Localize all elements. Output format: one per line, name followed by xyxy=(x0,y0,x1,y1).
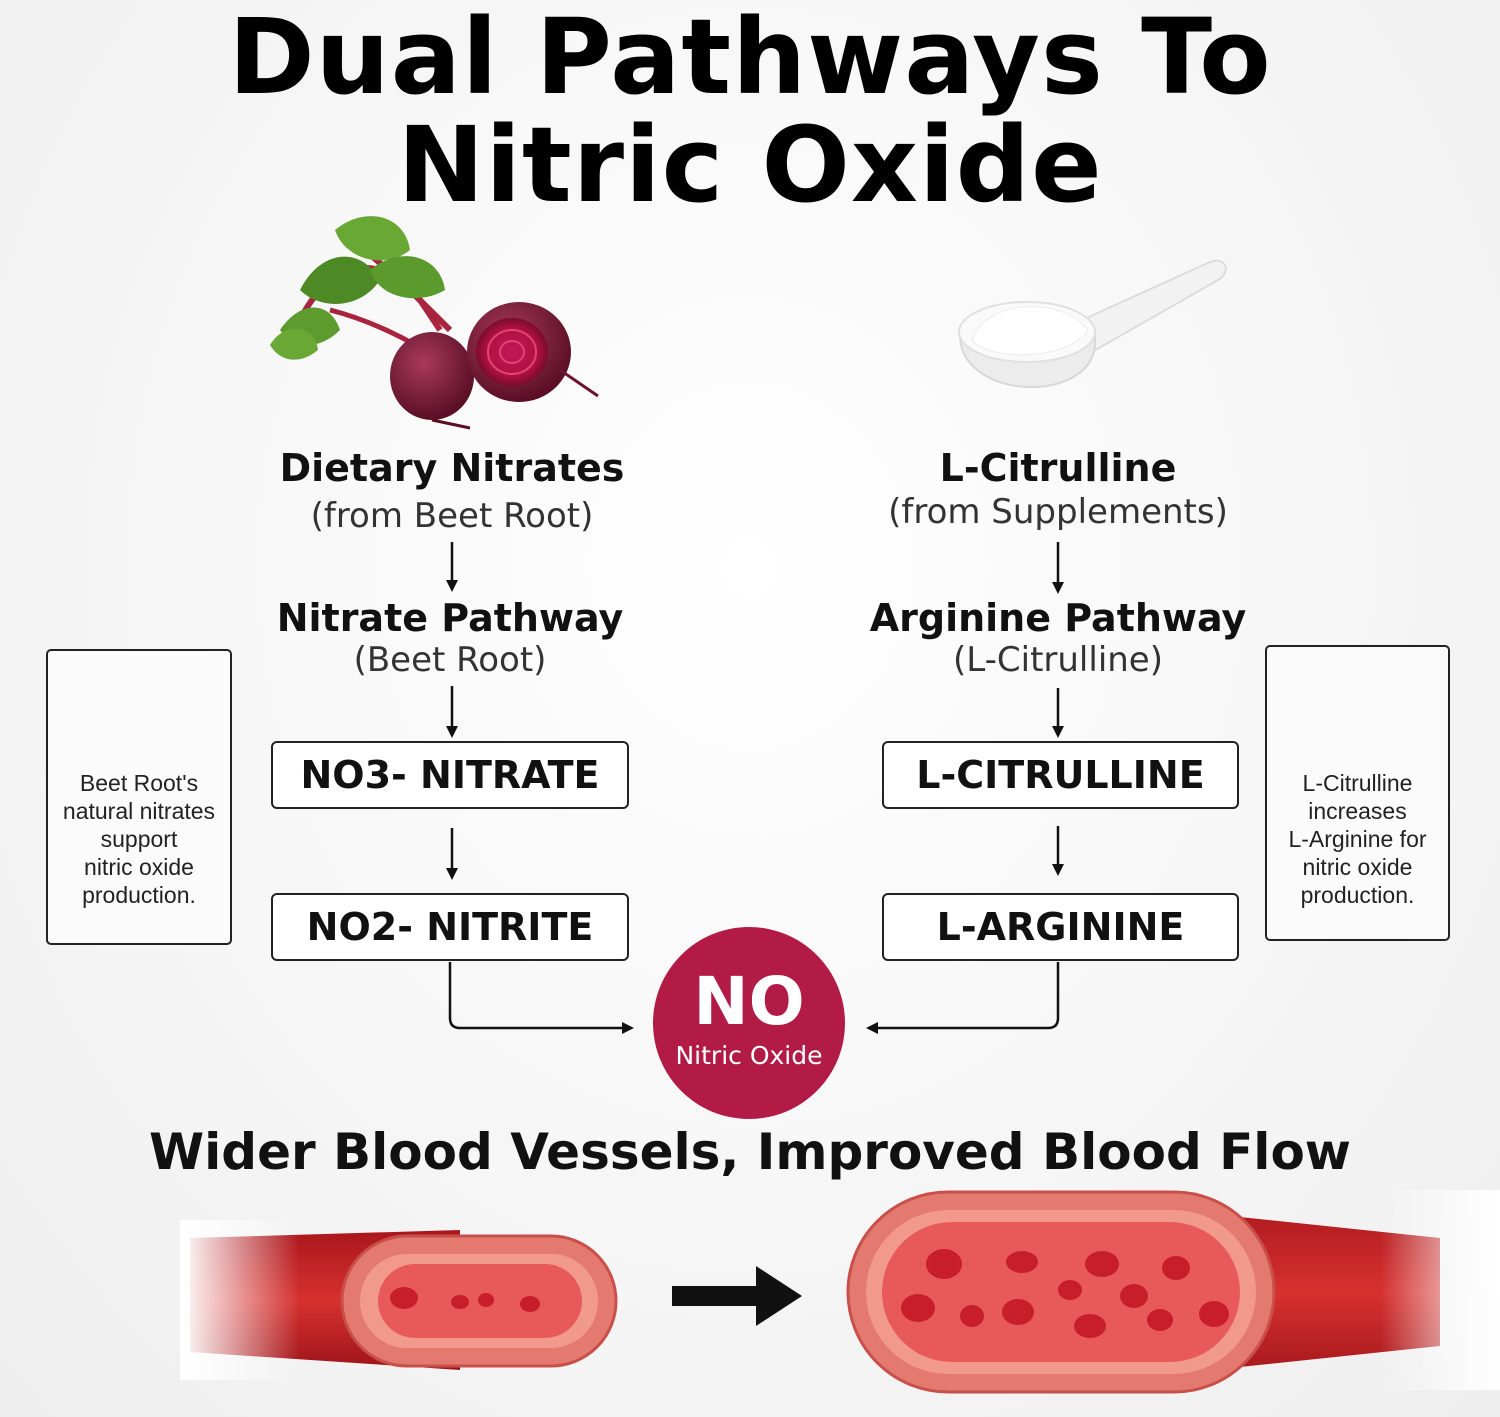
nitrite-label: NO2- NITRITE xyxy=(306,905,594,949)
powder-scoop-image xyxy=(958,259,1227,388)
citrulline-note-line-5: production. xyxy=(1300,882,1415,908)
nitric-oxide-badge: NO Nitric Oxide xyxy=(653,927,845,1119)
connector-left xyxy=(448,962,634,1034)
beet-root-image xyxy=(270,216,599,430)
wide-vessel-image xyxy=(846,1190,1500,1394)
right-pathway-title: Arginine Pathway xyxy=(869,596,1247,640)
narrow-vessel-image xyxy=(180,1220,618,1380)
citrulline-note-line-4: nitric oxide xyxy=(1302,854,1413,880)
left-source-title: Dietary Nitrates xyxy=(279,446,625,490)
no-symbol: NO xyxy=(693,963,805,1040)
page-title-line-2: Nitric Oxide xyxy=(397,104,1103,226)
l-citrulline-label: L-CITRULLINE xyxy=(916,753,1205,797)
l-citrulline-box: L-CITRULLINE xyxy=(882,741,1239,809)
citrulline-note-line-2: increases xyxy=(1308,798,1407,824)
left-pathway-subtitle: (Beet Root) xyxy=(353,640,547,680)
right-source-title: L-Citrulline xyxy=(939,446,1177,490)
nitrate-box: NO3- NITRATE xyxy=(271,741,629,809)
nitrite-box: NO2- NITRITE xyxy=(271,893,629,961)
l-arginine-box: L-ARGININE xyxy=(882,893,1239,961)
citrulline-note-line-3: L-Arginine for xyxy=(1288,826,1427,852)
left-source-subtitle: (from Beet Root) xyxy=(310,496,594,536)
nitrate-label: NO3- NITRATE xyxy=(300,753,600,797)
beet-note-line-5: production. xyxy=(82,882,196,908)
right-pathway-subtitle: (L-Citrulline) xyxy=(953,640,1163,680)
beet-note-line-2: natural nitrates xyxy=(62,798,216,824)
beet-note-line-4: nitric oxide xyxy=(84,854,194,880)
benefit-tagline: Wider Blood Vessels, Improved Blood Flow xyxy=(148,1123,1351,1181)
beet-note-line-1: Beet Root's xyxy=(79,770,199,796)
page-title-line-1: Dual Pathways To xyxy=(228,0,1272,118)
beet-note-line-3: support xyxy=(100,826,178,852)
arrow-right-icon xyxy=(672,1266,802,1326)
left-pathway-title: Nitrate Pathway xyxy=(276,596,624,640)
right-source-subtitle: (from Supplements) xyxy=(888,492,1228,532)
citrulline-note-line-1: L-Citrulline xyxy=(1302,770,1413,796)
no-label: Nitric Oxide xyxy=(675,1041,823,1070)
l-arginine-label: L-ARGININE xyxy=(936,905,1185,949)
l-citrulline-note-box: L-Citrulline increases L-Arginine for ni… xyxy=(1265,645,1450,941)
beet-root-note-box: Beet Root's natural nitrates support nit… xyxy=(46,649,232,945)
connector-right xyxy=(866,962,1060,1034)
